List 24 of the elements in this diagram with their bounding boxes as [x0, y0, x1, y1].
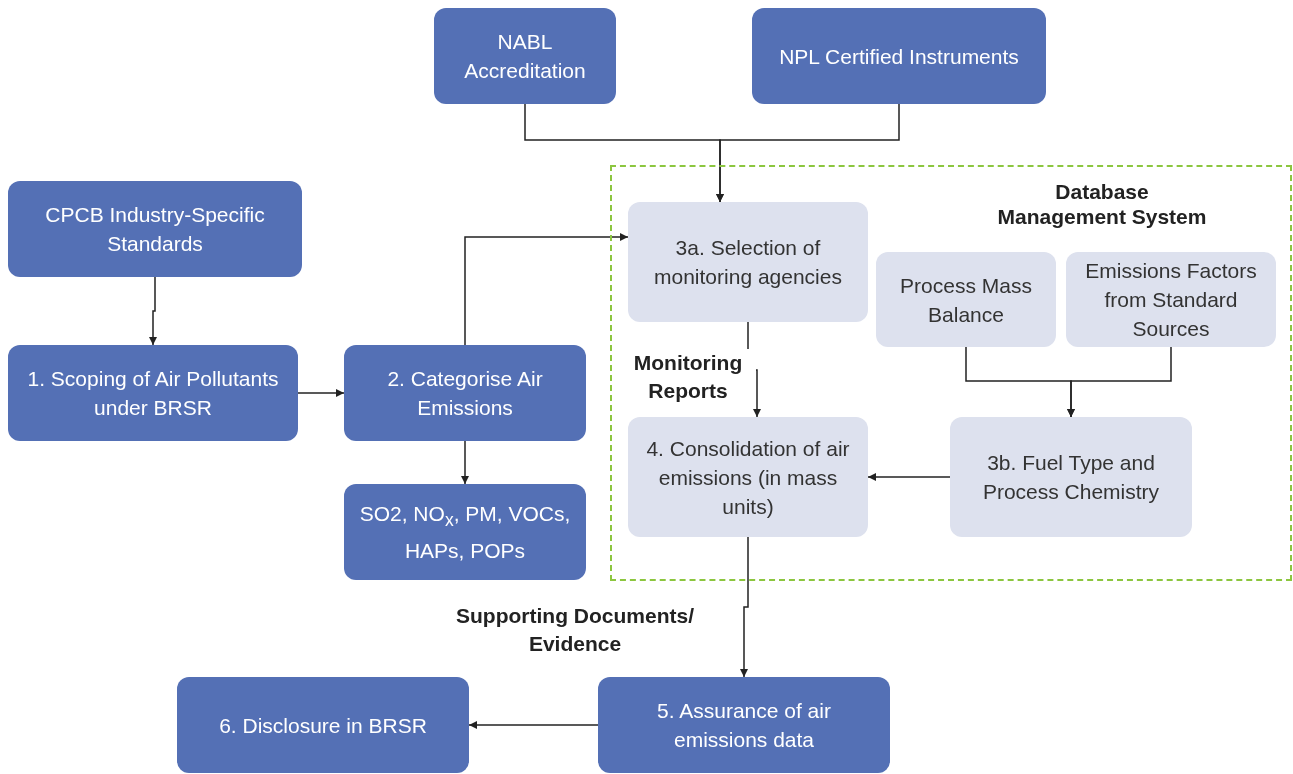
sub-step-box: 3b. Fuel Type and Process Chemistry — [950, 417, 1192, 537]
process-box: 6. Disclosure in BRSR — [177, 677, 469, 773]
process-box: NABL Accreditation — [434, 8, 616, 104]
arrow — [464, 233, 629, 346]
process-box: 1. Scoping of Air Pollutants under BRSR — [8, 345, 298, 441]
arrow — [297, 389, 345, 397]
arrow — [461, 440, 469, 485]
group-heading: Database Management System — [996, 179, 1208, 229]
process-box: 5. Assurance of air emissions data — [598, 677, 890, 773]
arrow — [1067, 346, 1172, 418]
sub-step-box: 4. Consolidation of air emissions (in mass units) — [628, 417, 868, 537]
arrow — [468, 721, 599, 729]
sub-step-box: Process Mass Balance — [876, 252, 1056, 347]
sub-step-box: 3a. Selection of monitoring agencies — [628, 202, 868, 322]
arrow — [867, 473, 951, 481]
process-box: 2. Categorise Air Emissions — [344, 345, 586, 441]
process-box: NPL Certified Instruments — [752, 8, 1046, 104]
process-box: CPCB Industry-Specific Standards — [8, 181, 302, 277]
dashed-group-frame — [610, 165, 1292, 581]
process-box: SO2, NO$_{x}$, PM, VOCs, HAPs, POPs — [344, 484, 586, 580]
sub-step-box: Emissions Factors from Standard Sources — [1066, 252, 1276, 347]
arrow — [740, 536, 749, 678]
arrow — [716, 103, 900, 203]
arrow — [149, 276, 157, 346]
